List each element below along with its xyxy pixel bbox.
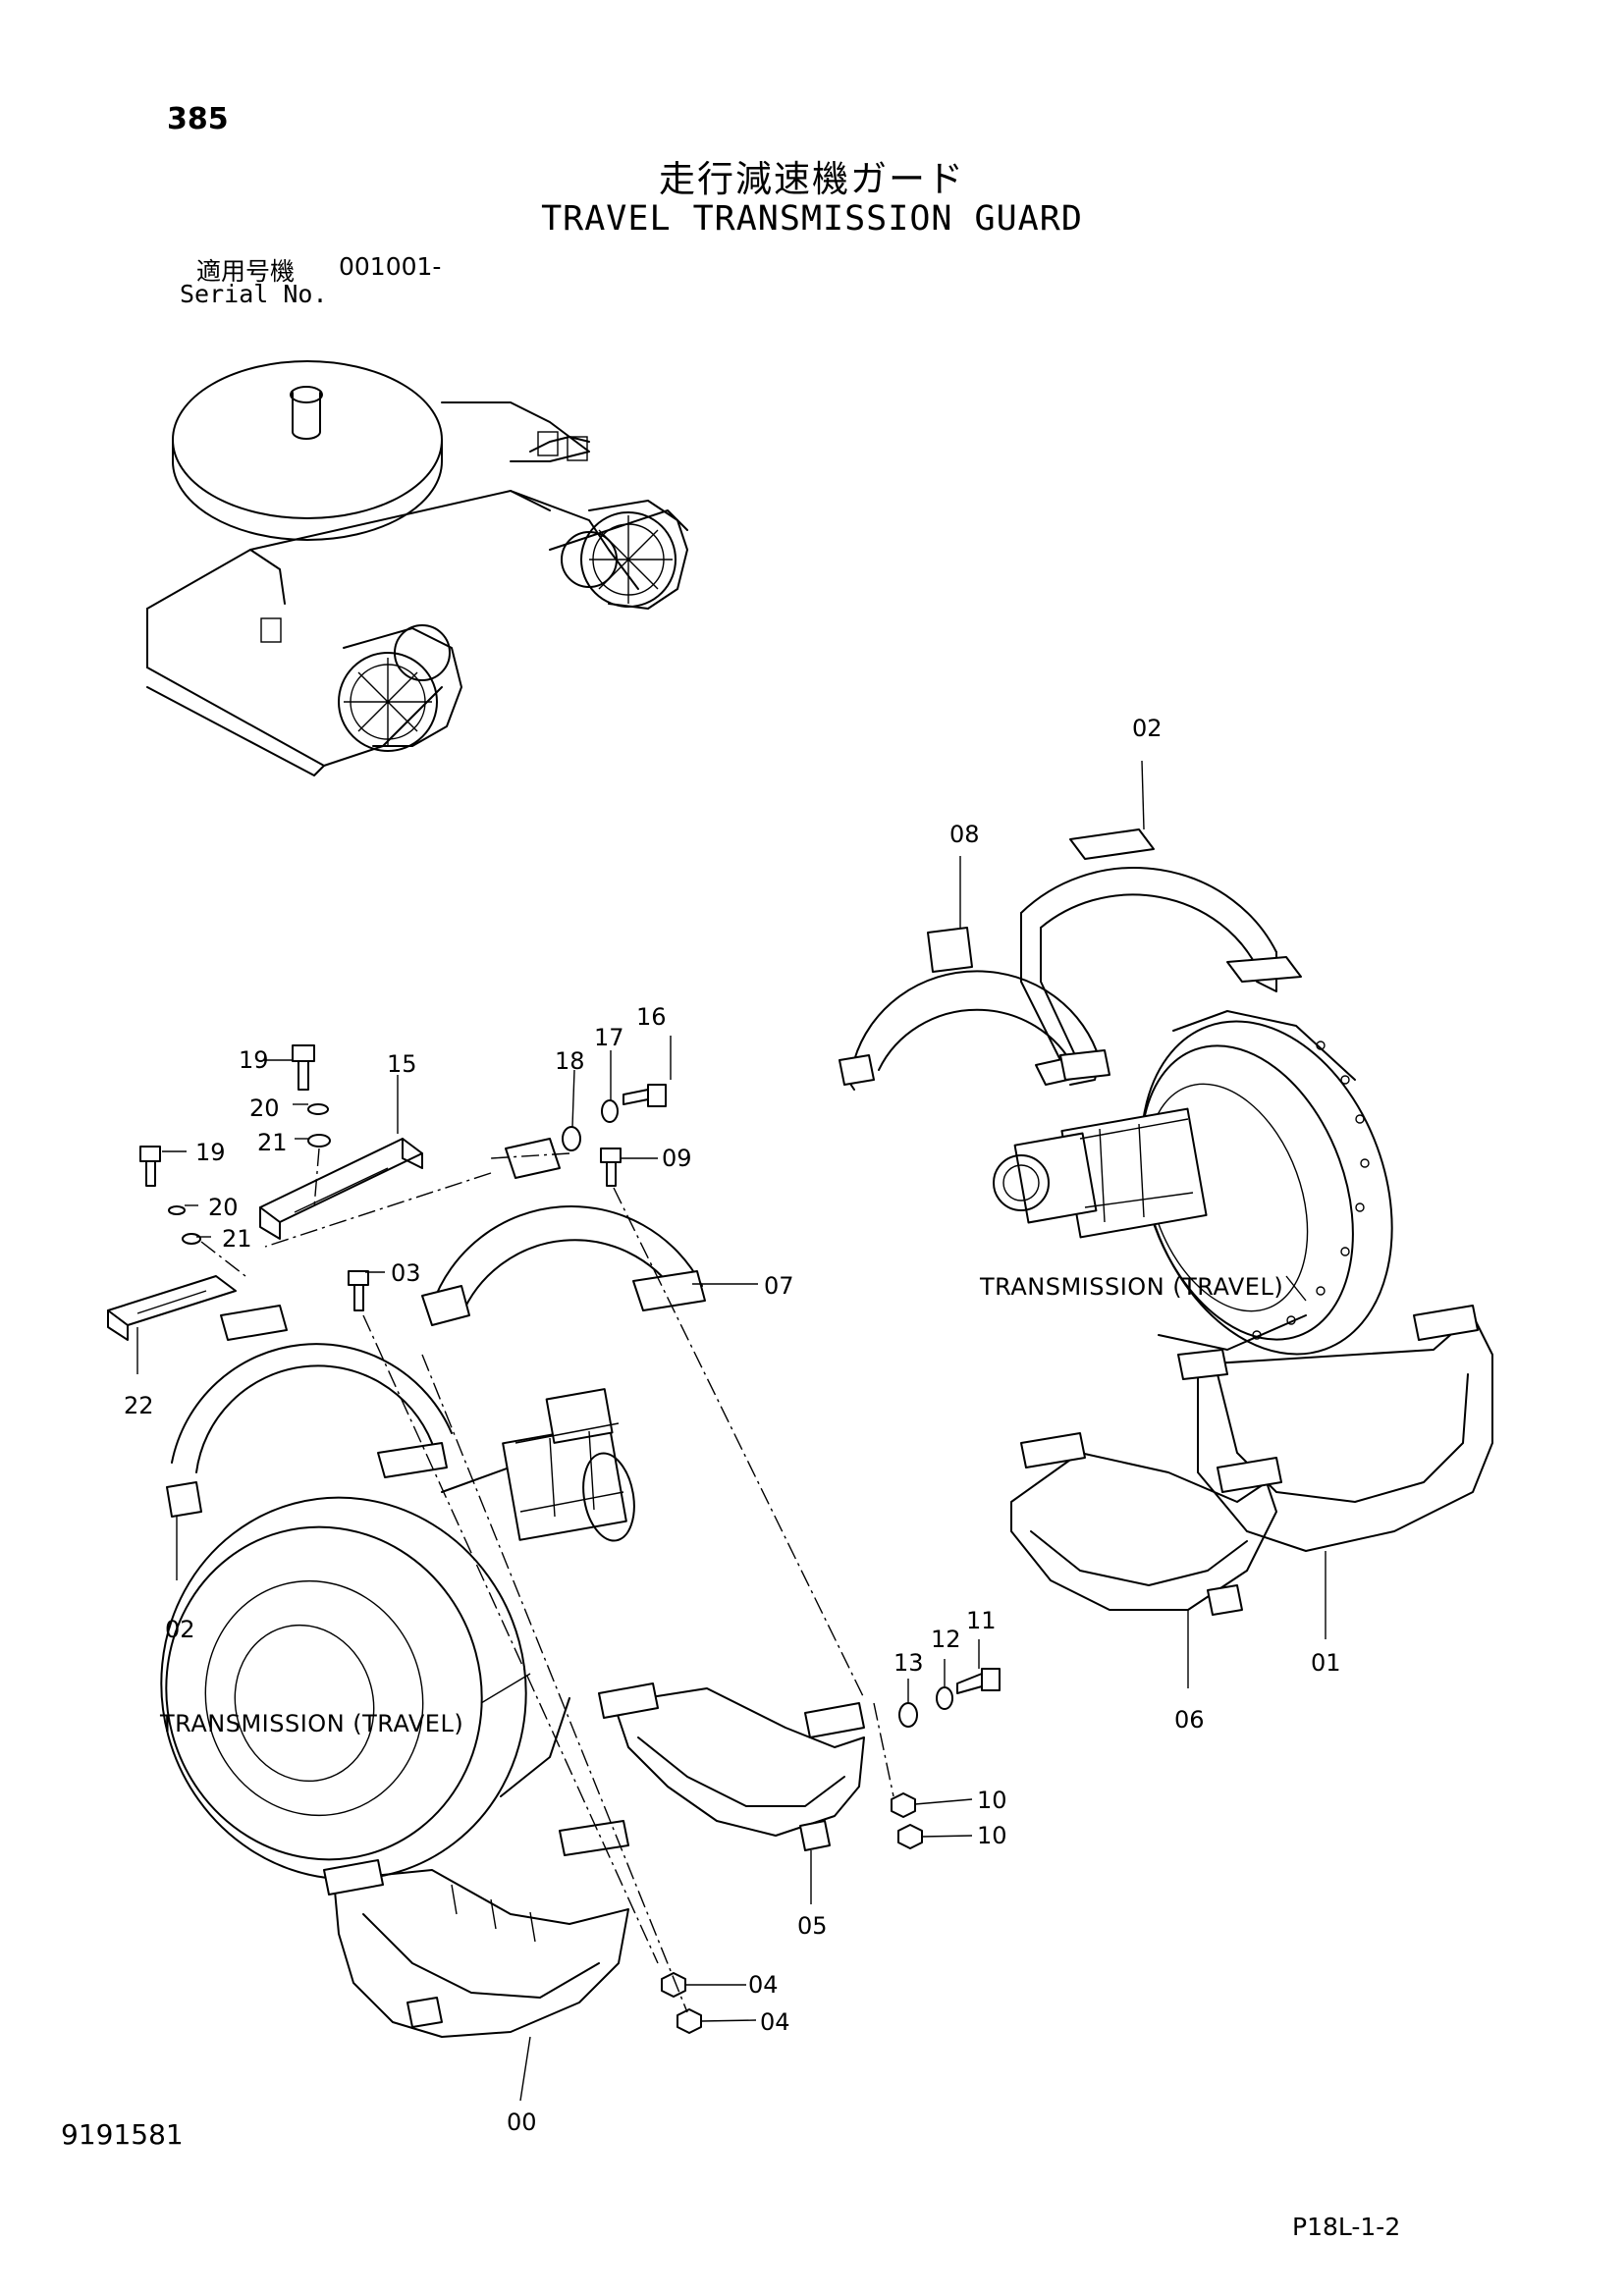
left-transmission-assembly (160, 1388, 635, 1881)
callout-00: 00 (507, 2109, 537, 2136)
title-english: TRAVEL TRANSMISSION GUARD (541, 199, 1083, 239)
nut-04-b (677, 2008, 702, 2034)
label-transmission-upper: TRANSMISSION (TRAVEL) (980, 1273, 1284, 1301)
washer-21-a (307, 1134, 331, 1148)
assembly-centerlines (200, 1148, 894, 2013)
serial-number-value: 001001- (339, 252, 442, 281)
callout-01: 01 (1311, 1649, 1341, 1677)
guard-05 (598, 1682, 865, 1851)
callout-05: 05 (797, 1912, 828, 1940)
page-code: P18L-1-2 (1292, 2213, 1401, 2241)
callout-15: 15 (387, 1050, 417, 1078)
hardware-bolt-16 (623, 1084, 667, 1107)
washer-21-b (182, 1233, 201, 1245)
washer-20-a (307, 1103, 329, 1115)
guard-02-upper (1020, 828, 1302, 1086)
hardware-bolt-11 (956, 1668, 1001, 1694)
guard-06-lower (1010, 1432, 1282, 1616)
washer-18 (562, 1126, 581, 1151)
callout-20-a: 20 (249, 1095, 280, 1122)
hardware-bolt-19-b (139, 1146, 161, 1187)
serial-label-japanese: 適用号機 (196, 257, 296, 286)
callout-16: 16 (636, 1003, 667, 1031)
washer-20-b (168, 1205, 186, 1215)
guard-02-left (166, 1305, 453, 1518)
nut-04-a (661, 1972, 686, 1998)
callout-13: 13 (893, 1649, 924, 1677)
leader-lines (136, 760, 1326, 2102)
plate-22 (107, 1275, 237, 1341)
nut-10-a (891, 1792, 916, 1818)
guard-07 (421, 1138, 706, 1326)
callout-19-a: 19 (239, 1046, 269, 1074)
serial-label-english: Serial No. (180, 280, 328, 308)
hardware-bolt-03 (348, 1270, 369, 1311)
document-number: 9191581 (61, 2118, 184, 2151)
hardware-bolt-19-a (292, 1044, 315, 1091)
callout-21-b: 21 (222, 1225, 252, 1253)
page-number: 385 (167, 102, 229, 136)
callout-20-b: 20 (208, 1194, 239, 1221)
callout-10-b: 10 (977, 1822, 1007, 1849)
title-japanese: 走行減速機ガード (659, 158, 965, 200)
callout-22: 22 (124, 1392, 154, 1419)
callout-11: 11 (966, 1607, 997, 1634)
callout-08: 08 (949, 821, 980, 848)
callout-03: 03 (391, 1259, 421, 1287)
callout-17: 17 (594, 1024, 624, 1051)
callout-12: 12 (931, 1626, 961, 1653)
callout-18: 18 (555, 1047, 585, 1075)
callout-21-a: 21 (257, 1129, 288, 1156)
washer-12 (936, 1686, 953, 1710)
hardware-bolt-09 (600, 1148, 622, 1187)
guard-01-lower (1177, 1305, 1493, 1552)
callout-10-a: 10 (977, 1787, 1007, 1814)
washer-13 (898, 1702, 918, 1728)
callout-07: 07 (764, 1272, 794, 1300)
callout-19-b: 19 (195, 1139, 226, 1166)
overview-machine-frame (146, 360, 688, 776)
guard-08-upper (839, 927, 1110, 1091)
callout-04-a: 04 (748, 1971, 779, 1999)
right-transmission-assembly (993, 1010, 1393, 1356)
callout-02-upper: 02 (1132, 715, 1163, 742)
label-transmission-lower: TRANSMISSION (TRAVEL) (160, 1710, 464, 1737)
nut-10-b (897, 1824, 923, 1849)
callout-06: 06 (1174, 1706, 1205, 1734)
callout-04-b: 04 (760, 2008, 790, 2036)
callout-09: 09 (662, 1145, 692, 1172)
bracket-15 (259, 1138, 423, 1240)
callout-02-left: 02 (165, 1616, 195, 1643)
washer-17 (601, 1099, 619, 1123)
guard-00 (323, 1820, 629, 2038)
